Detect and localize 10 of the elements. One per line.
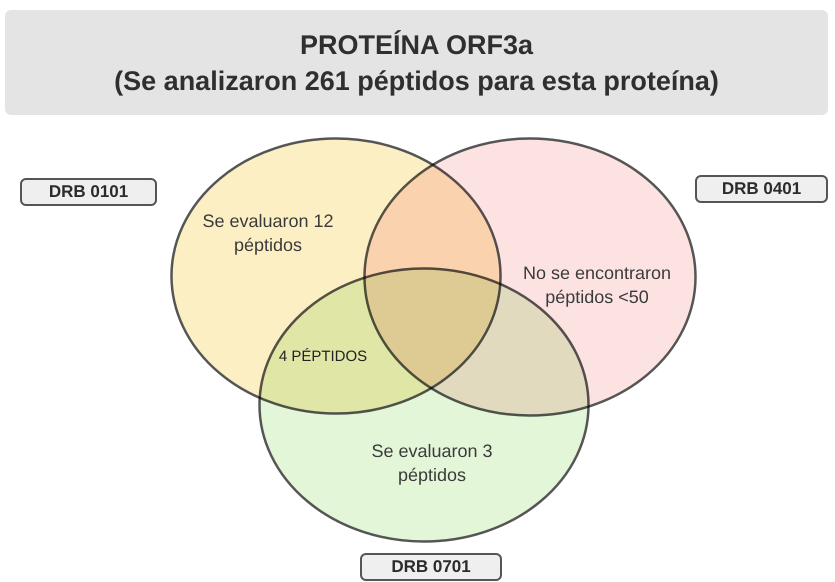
subtitle-text: (Se analizaron 261 péptidos para esta proteína) [114,64,719,98]
region-text: Se evaluaron 12 péptidos [201,210,335,257]
set-label-tag: DRB 0101 [20,178,157,206]
set-label-tag: DRB 0701 [360,553,502,581]
title-text: PROTEÍNA ORF3a [300,28,534,62]
title-banner [5,10,828,115]
region-text: No se encontraron péptidos <50 [522,262,672,309]
region-text: Se evaluaron 3 péptidos [370,440,494,487]
overlap-count-text: 4 PÉPTIDOS [278,347,368,367]
set-label-tag: DRB 0401 [695,175,828,203]
